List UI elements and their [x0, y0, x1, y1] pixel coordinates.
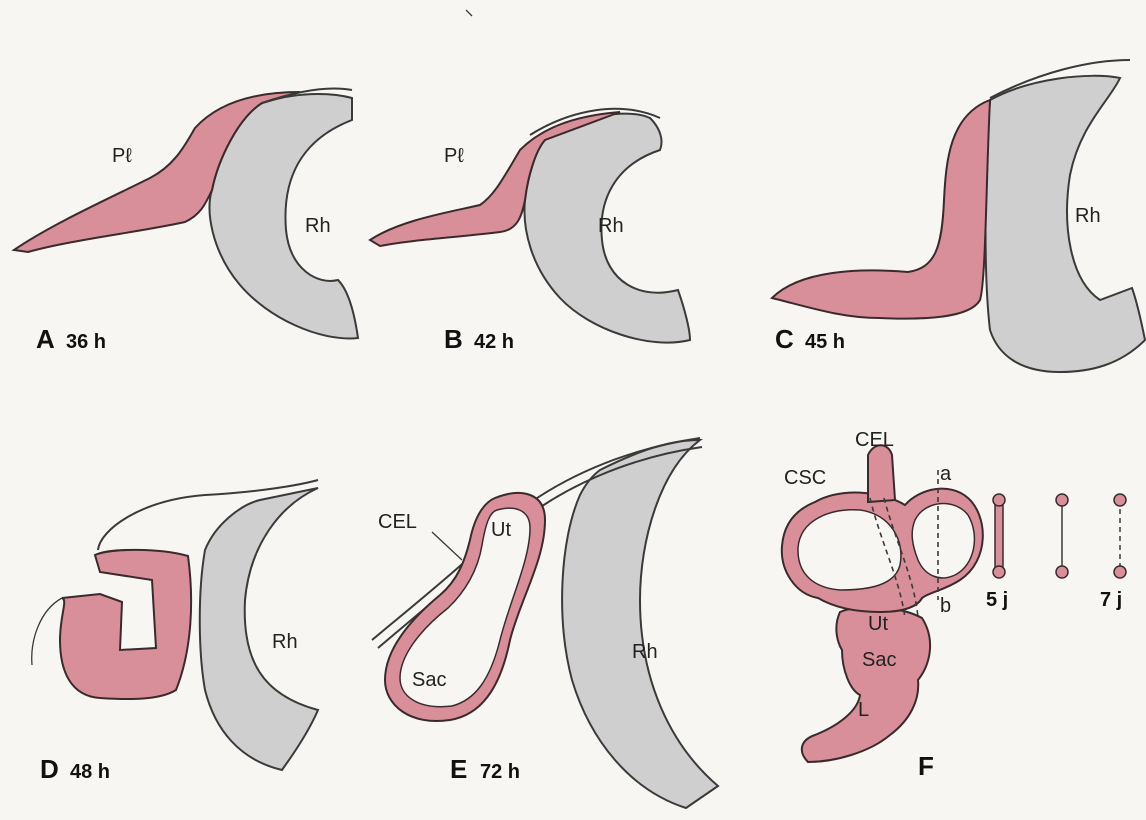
panel-b-time: 42 h: [474, 331, 514, 353]
panel-e-time: 72 h: [480, 761, 520, 783]
panel-c-time: 45 h: [805, 331, 845, 353]
stray-mark: [466, 10, 472, 16]
panel-a: Pℓ Rh A 36 h: [14, 89, 358, 354]
panel-b: Pℓ Rh B 42 h: [370, 109, 690, 354]
panel-d-letter: D: [40, 754, 59, 784]
panel-e-cel-pointer: [432, 532, 462, 560]
panel-f-sac-label: Sac: [862, 649, 896, 671]
panel-f-endolymphatic-sac: [868, 445, 895, 502]
panel-a-time: 36 h: [66, 331, 106, 353]
panel-e-sac-label: Sac: [412, 669, 446, 691]
panel-c: Rh C 45 h: [772, 60, 1145, 372]
panel-e-letter: E: [450, 754, 467, 784]
panel-f-b-label: b: [940, 595, 951, 617]
panel-b-pl-label: Pℓ: [444, 145, 464, 167]
panel-c-letter: C: [775, 324, 794, 354]
panel-f-cel-label: CEL: [855, 429, 894, 451]
stage-5j-marker: [993, 494, 1005, 578]
panel-d-ectoderm-tip: [32, 598, 62, 665]
panel-e: CEL Ut Sac Rh E 72 h: [372, 438, 718, 808]
panel-a-rh-label: Rh: [305, 215, 331, 237]
panel-a-pl-label: Pℓ: [112, 145, 132, 167]
panel-d-rhombencephalon: [200, 488, 318, 770]
panel-b-rh-label: Rh: [598, 215, 624, 237]
panel-d-ectoderm-line: [98, 480, 318, 550]
panel-c-rhombencephalon: [986, 76, 1146, 372]
panel-d-rh-label: Rh: [272, 631, 298, 653]
stage-intermediate-marker: [1056, 494, 1068, 578]
panel-f-letter: F: [918, 751, 934, 781]
panel-f-canal-lumen-2: [912, 504, 974, 578]
panel-b-letter: B: [444, 324, 463, 354]
panel-f-ut-label: Ut: [868, 613, 888, 635]
panel-e-rhombencephalon: [562, 440, 718, 808]
stage-7j-label: 7 j: [1100, 589, 1122, 611]
stage-5j-label: 5 j: [986, 589, 1008, 611]
panel-c-rh-label: Rh: [1075, 205, 1101, 227]
panel-f: CSC CEL a b Ut Sac L F 5 j 7 j: [782, 429, 1126, 781]
panel-d-time: 48 h: [70, 761, 110, 783]
panel-a-letter: A: [36, 324, 55, 354]
panel-e-rh-label: Rh: [632, 641, 658, 663]
stage-7j-marker: [1114, 494, 1126, 578]
panel-f-a-label: a: [940, 463, 952, 485]
panel-e-cel-label: CEL: [378, 511, 417, 533]
panel-d-otic-vesicle: [60, 550, 191, 699]
panel-f-csc-label: CSC: [784, 467, 826, 489]
panel-d: Rh D 48 h: [32, 480, 318, 784]
panel-e-ut-label: Ut: [491, 519, 511, 541]
panel-f-saccule-lagena: [802, 607, 930, 762]
panel-f-l-label: L: [858, 699, 869, 721]
panel-c-otic-placode: [772, 100, 990, 319]
